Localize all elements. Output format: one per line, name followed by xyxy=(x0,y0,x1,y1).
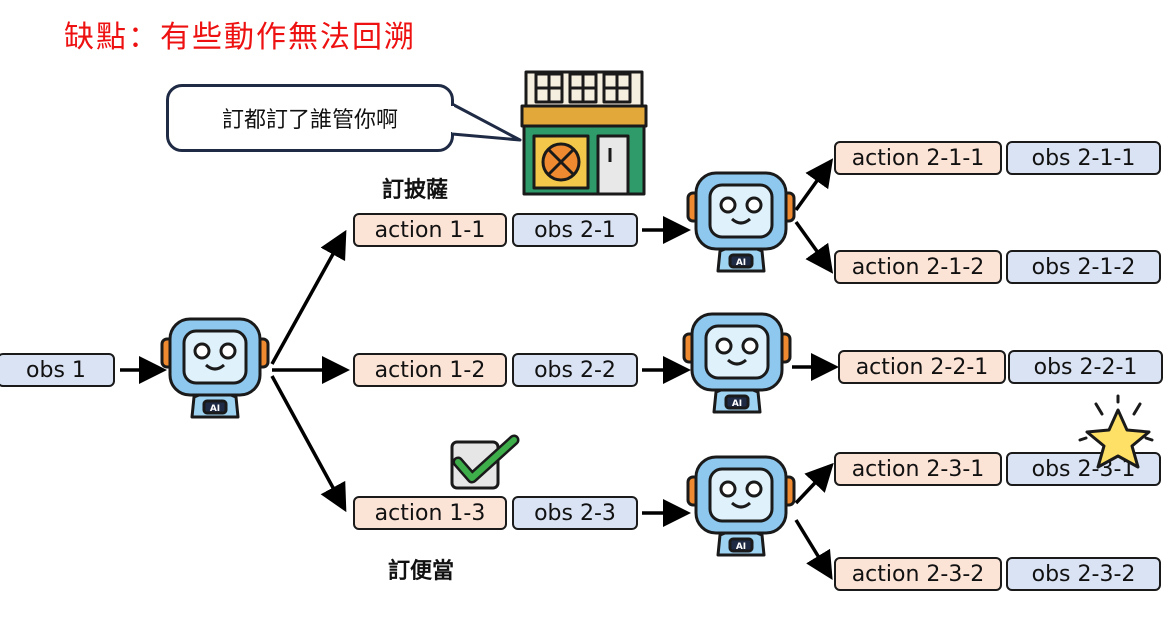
node-action-2-3-1: action 2-3-1 xyxy=(834,452,1002,486)
robot-icon: AI xyxy=(686,455,796,557)
node-obs-2-2: obs 2-2 xyxy=(512,353,638,387)
node-action-2-2-1: action 2-2-1 xyxy=(838,350,1006,384)
arrow-robot4-a231 xyxy=(794,462,834,505)
node-action-2-1-1: action 2-1-1 xyxy=(834,141,1002,175)
node-obs-1: obs 1 xyxy=(0,353,115,387)
node-action-2-1-2: action 2-1-2 xyxy=(834,250,1002,284)
page-title: 缺點：有些動作無法回溯 xyxy=(64,20,416,55)
node-obs-2-3-2: obs 2-3-2 xyxy=(1006,557,1161,591)
robot-icon: AI xyxy=(686,171,796,273)
node-obs-2-1: obs 2-1 xyxy=(512,213,638,247)
arrow-robot1-a11 xyxy=(270,229,347,365)
node-obs-2-3: obs 2-3 xyxy=(512,496,638,530)
label-order-pizza: 訂披薩 xyxy=(382,178,449,203)
node-action-2-3-2: action 2-3-2 xyxy=(834,557,1002,591)
robot-badge-label: AI xyxy=(732,399,742,409)
node-obs-2-2-1: obs 2-2-1 xyxy=(1008,350,1163,384)
speech-bubble: 訂都訂了誰管你啊 xyxy=(166,84,454,152)
robot-icon: AI xyxy=(682,312,792,414)
arrow-robot4-a232 xyxy=(794,519,833,580)
node-action-1-3: action 1-3 xyxy=(353,496,507,530)
robot-icon: AI xyxy=(160,317,270,419)
robot-badge-label: AI xyxy=(736,542,746,552)
arrow-robot2-a212 xyxy=(794,220,834,274)
node-action-1-2: action 1-2 xyxy=(353,353,507,387)
node-action-1-1: action 1-1 xyxy=(353,213,507,247)
node-obs-2-1-1: obs 2-1-1 xyxy=(1006,141,1161,175)
robot-badge-label: AI xyxy=(210,404,220,414)
arrow-robot1-a13 xyxy=(270,375,347,513)
label-order-bento: 訂便當 xyxy=(388,559,455,584)
robot-badge-label: AI xyxy=(736,258,746,268)
node-obs-2-1-2: obs 2-1-2 xyxy=(1006,250,1161,284)
arrow-robot2-a211 xyxy=(794,158,834,212)
